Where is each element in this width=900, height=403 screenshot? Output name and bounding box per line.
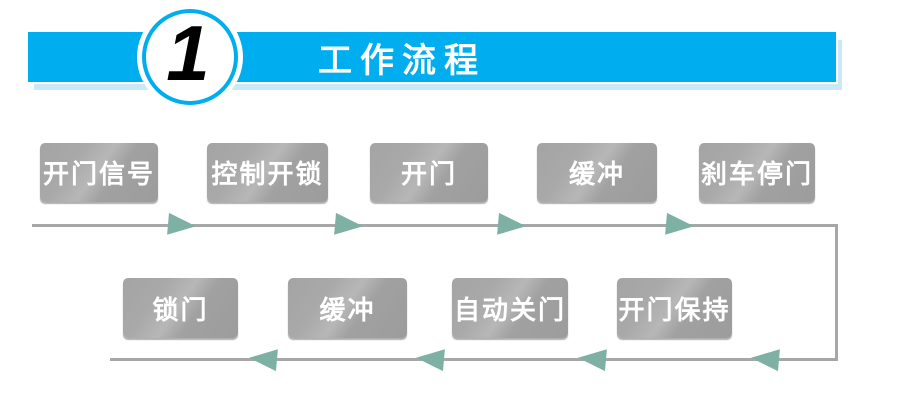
arrow-right-icon	[497, 212, 527, 238]
flow-step-door-open-signal: 开门信号	[40, 143, 158, 202]
arrow-left-icon	[248, 346, 278, 372]
flow-line-bottom	[110, 358, 838, 361]
flow-step-brake-stop-door: 刹车停门	[699, 143, 815, 202]
flow-step-buffer-1: 缓冲	[537, 143, 657, 202]
arrow-left-icon	[577, 346, 607, 372]
section-number-badge: 1	[142, 9, 238, 105]
arrow-right-icon	[334, 212, 364, 238]
section-title: 工作流程	[318, 41, 486, 80]
flow-line-top	[32, 224, 838, 227]
flow-step-auto-close-door: 自动关门	[452, 278, 568, 338]
section-number: 1	[166, 9, 210, 97]
flow-step-open-door: 开门	[370, 143, 488, 202]
flow-step-control-unlock: 控制开锁	[207, 143, 328, 202]
arrow-left-icon	[415, 346, 445, 372]
arrow-right-icon	[665, 212, 695, 238]
arrow-left-icon	[750, 346, 780, 372]
arrow-right-icon	[167, 212, 197, 238]
flow-step-lock-door: 锁门	[123, 278, 238, 338]
flow-step-door-open-hold: 开门保持	[617, 278, 732, 338]
flow-step-buffer-2: 缓冲	[288, 278, 407, 338]
flow-line-right	[835, 224, 838, 361]
